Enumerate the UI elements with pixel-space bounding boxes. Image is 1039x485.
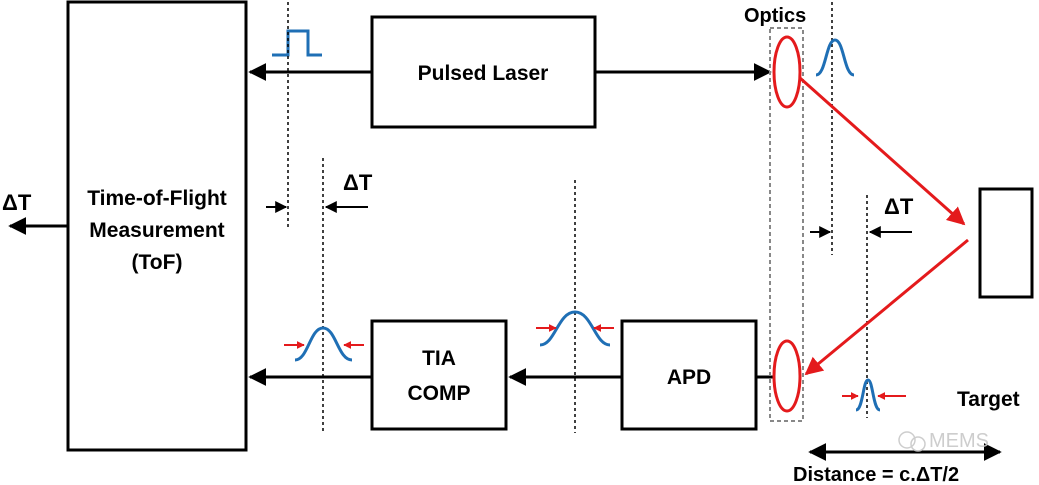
delta-t-electrical-label: ΔT	[343, 170, 373, 195]
tof-label-line2: Measurement	[89, 219, 224, 242]
optics-rx-lens	[772, 339, 802, 413]
tof-label-line1: Time-of-Flight	[87, 187, 227, 210]
tia-label-line2: COMP	[408, 382, 471, 405]
target-label: Target	[957, 388, 1020, 411]
wechat-icon	[898, 431, 916, 449]
tia-label-line1: TIA	[422, 347, 456, 370]
tia-comp-block	[370, 319, 508, 431]
apd-block	[620, 319, 758, 431]
delta-t-output-label: ΔT	[2, 190, 32, 215]
transmit-square-pulse	[272, 29, 322, 57]
apd-output-pulse	[539, 310, 611, 347]
distance-label: Distance = c.ΔT/2	[793, 464, 959, 485]
optics-label: Optics	[744, 5, 806, 27]
watermark-text: MEMS	[929, 430, 989, 452]
pulsed-laser-block	[370, 15, 597, 129]
tof-label-line3: (ToF)	[132, 251, 183, 274]
target-block	[978, 187, 1034, 299]
return-beam	[804, 238, 969, 376]
pulsed-laser-label: Pulsed Laser	[418, 62, 549, 85]
delta-t-optical-label: ΔT	[884, 194, 914, 219]
optics-tx-lens	[772, 35, 802, 109]
watermark: MEMS	[898, 430, 989, 452]
tia-output-pulse	[294, 326, 353, 362]
outgoing-beam	[799, 76, 966, 226]
optics-box	[769, 27, 804, 422]
optical-tx-pulse	[815, 38, 855, 77]
apd-label: APD	[667, 366, 711, 389]
tof-block	[66, 0, 248, 452]
optical-rx-pulse	[855, 378, 881, 412]
